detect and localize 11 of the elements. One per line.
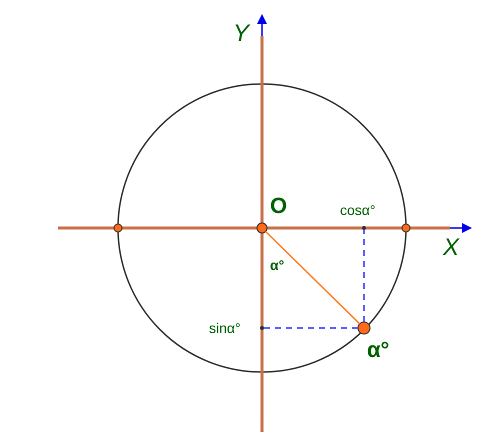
point-label: O [270,195,288,217]
axis-label: Y [233,22,250,46]
point [209,320,266,336]
radius-line [265,230,360,324]
point-label: α° [367,339,390,361]
projection-line [264,327,358,329]
point-label: sinα° [209,321,241,335]
projection-line [363,230,365,322]
axis-label: X [443,236,460,260]
point-label: cosα° [340,203,376,217]
angle-label: α° [270,258,284,272]
